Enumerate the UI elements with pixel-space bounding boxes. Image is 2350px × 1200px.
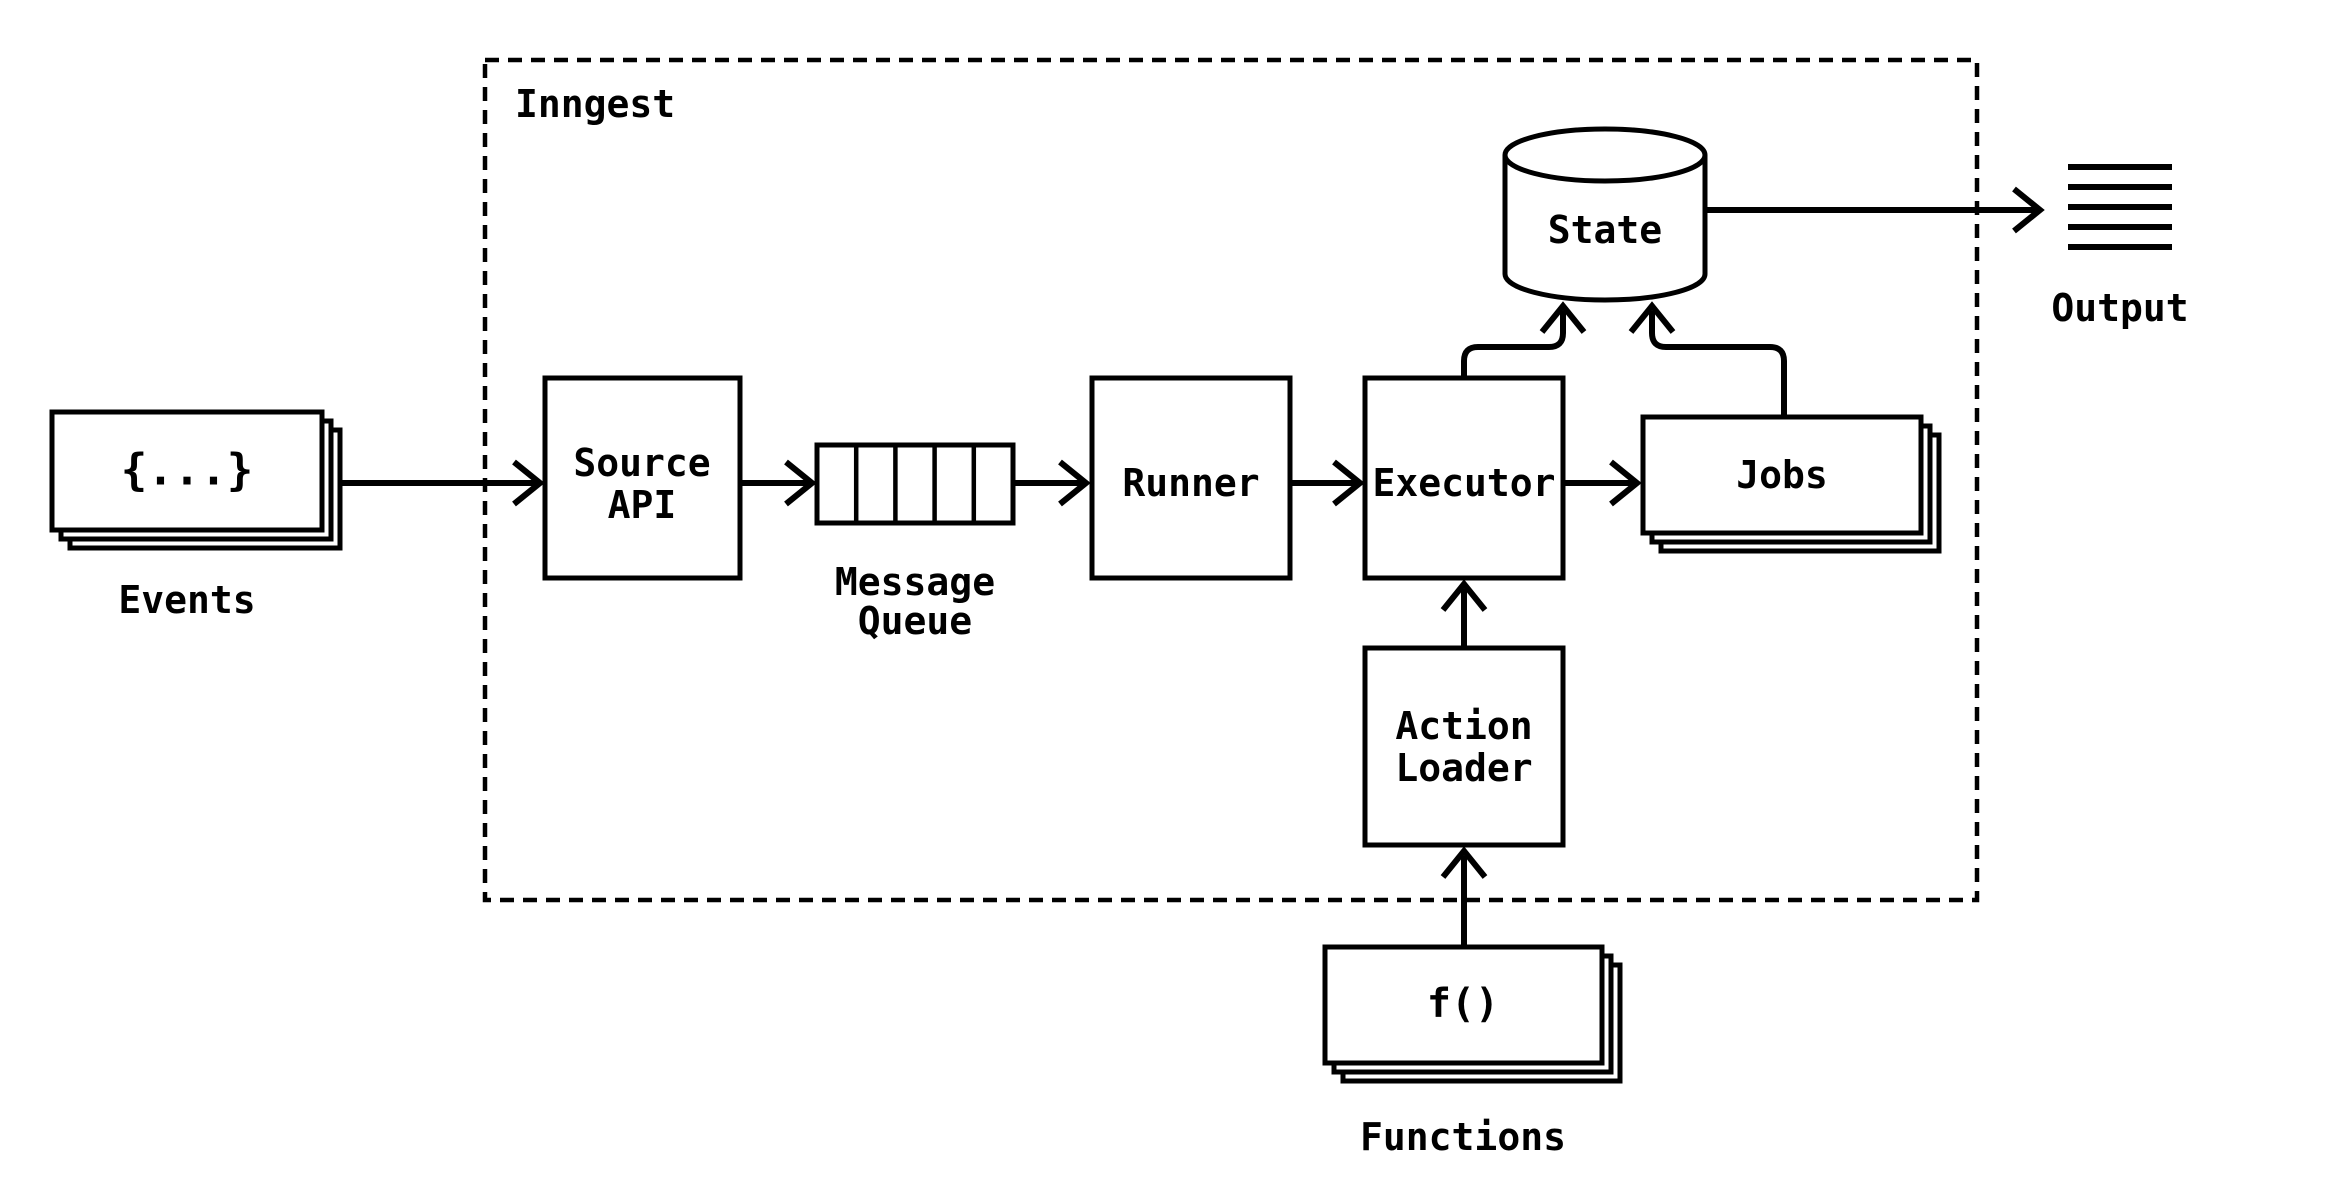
arrowhead-icon	[1440, 579, 1488, 612]
output-lines-icon	[2068, 164, 2172, 250]
arrowhead-icon	[1440, 846, 1488, 879]
arrowhead-icon	[1332, 459, 1365, 507]
arrow-elbow-line	[1461, 311, 1566, 378]
executor-node: Executor	[1362, 375, 1566, 581]
events-node: {...} Events	[49, 409, 343, 622]
action-loader-node: Action Loader	[1362, 645, 1566, 848]
arrow-state-to-output	[1705, 186, 2045, 234]
arrowhead-icon	[2012, 186, 2045, 234]
arrow-executor-to-state	[1461, 301, 1587, 378]
events-card-text: {...}	[121, 445, 253, 496]
state-database-cylinder-body	[1502, 155, 1708, 303]
jobs-label: Jobs	[1736, 453, 1828, 497]
message-queue-node: Message Queue	[814, 442, 1016, 643]
action-loader-label-line1: Action	[1395, 704, 1532, 748]
arrowhead-icon	[1058, 459, 1091, 507]
arrowhead-icon	[1628, 301, 1676, 334]
events-card	[49, 409, 325, 533]
arrow-jobs-to-state	[1628, 301, 1787, 417]
inngest-container-label: Inngest	[515, 82, 675, 126]
arrowhead-icon	[1609, 459, 1642, 507]
message-queue-label-line2: Queue	[858, 599, 972, 643]
source-api-box	[542, 375, 743, 581]
arrow-elbow-line	[1649, 311, 1787, 417]
functions-card-text: f()	[1427, 981, 1499, 1027]
state-label: State	[1548, 208, 1662, 252]
action-loader-label-line2: Loader	[1395, 746, 1532, 790]
functions-label: Functions	[1360, 1115, 1566, 1159]
runner-box	[1089, 375, 1293, 581]
arrow-functions-to-action-loader	[1440, 846, 1488, 947]
jobs-node: Jobs	[1640, 414, 1942, 554]
executor-label: Executor	[1372, 461, 1555, 505]
flow-arrows	[340, 186, 2045, 947]
source-api-node: Source API	[542, 375, 743, 581]
message-queue-icon	[814, 442, 1016, 526]
jobs-card	[1640, 414, 1924, 536]
source-api-label-line1: Source	[573, 441, 710, 485]
arrow-runner-to-executor	[1290, 459, 1365, 507]
arrow-source-api-to-queue	[740, 459, 817, 507]
arrow-executor-to-jobs	[1563, 459, 1642, 507]
message-queue-label-line1: Message	[835, 560, 995, 604]
arrowhead-icon	[1539, 301, 1587, 334]
arrowhead-icon	[784, 459, 817, 507]
state-database-cylinder-top	[1502, 126, 1708, 184]
functions-node: f() Functions	[1322, 944, 1623, 1159]
output-node: Output	[2051, 164, 2189, 330]
runner-label: Runner	[1122, 461, 1259, 505]
arrow-action-loader-to-executor	[1440, 579, 1488, 648]
events-label: Events	[118, 578, 255, 622]
output-label: Output	[2051, 286, 2188, 330]
state-node: State	[1502, 126, 1708, 303]
arrow-queue-to-runner	[1013, 459, 1091, 507]
executor-box	[1362, 375, 1566, 581]
arrow-events-to-source-api	[340, 459, 545, 507]
arrowhead-icon	[512, 459, 545, 507]
functions-card	[1322, 944, 1605, 1066]
action-loader-box	[1362, 645, 1566, 848]
source-api-label-line2: API	[608, 483, 677, 527]
runner-node: Runner	[1089, 375, 1293, 581]
